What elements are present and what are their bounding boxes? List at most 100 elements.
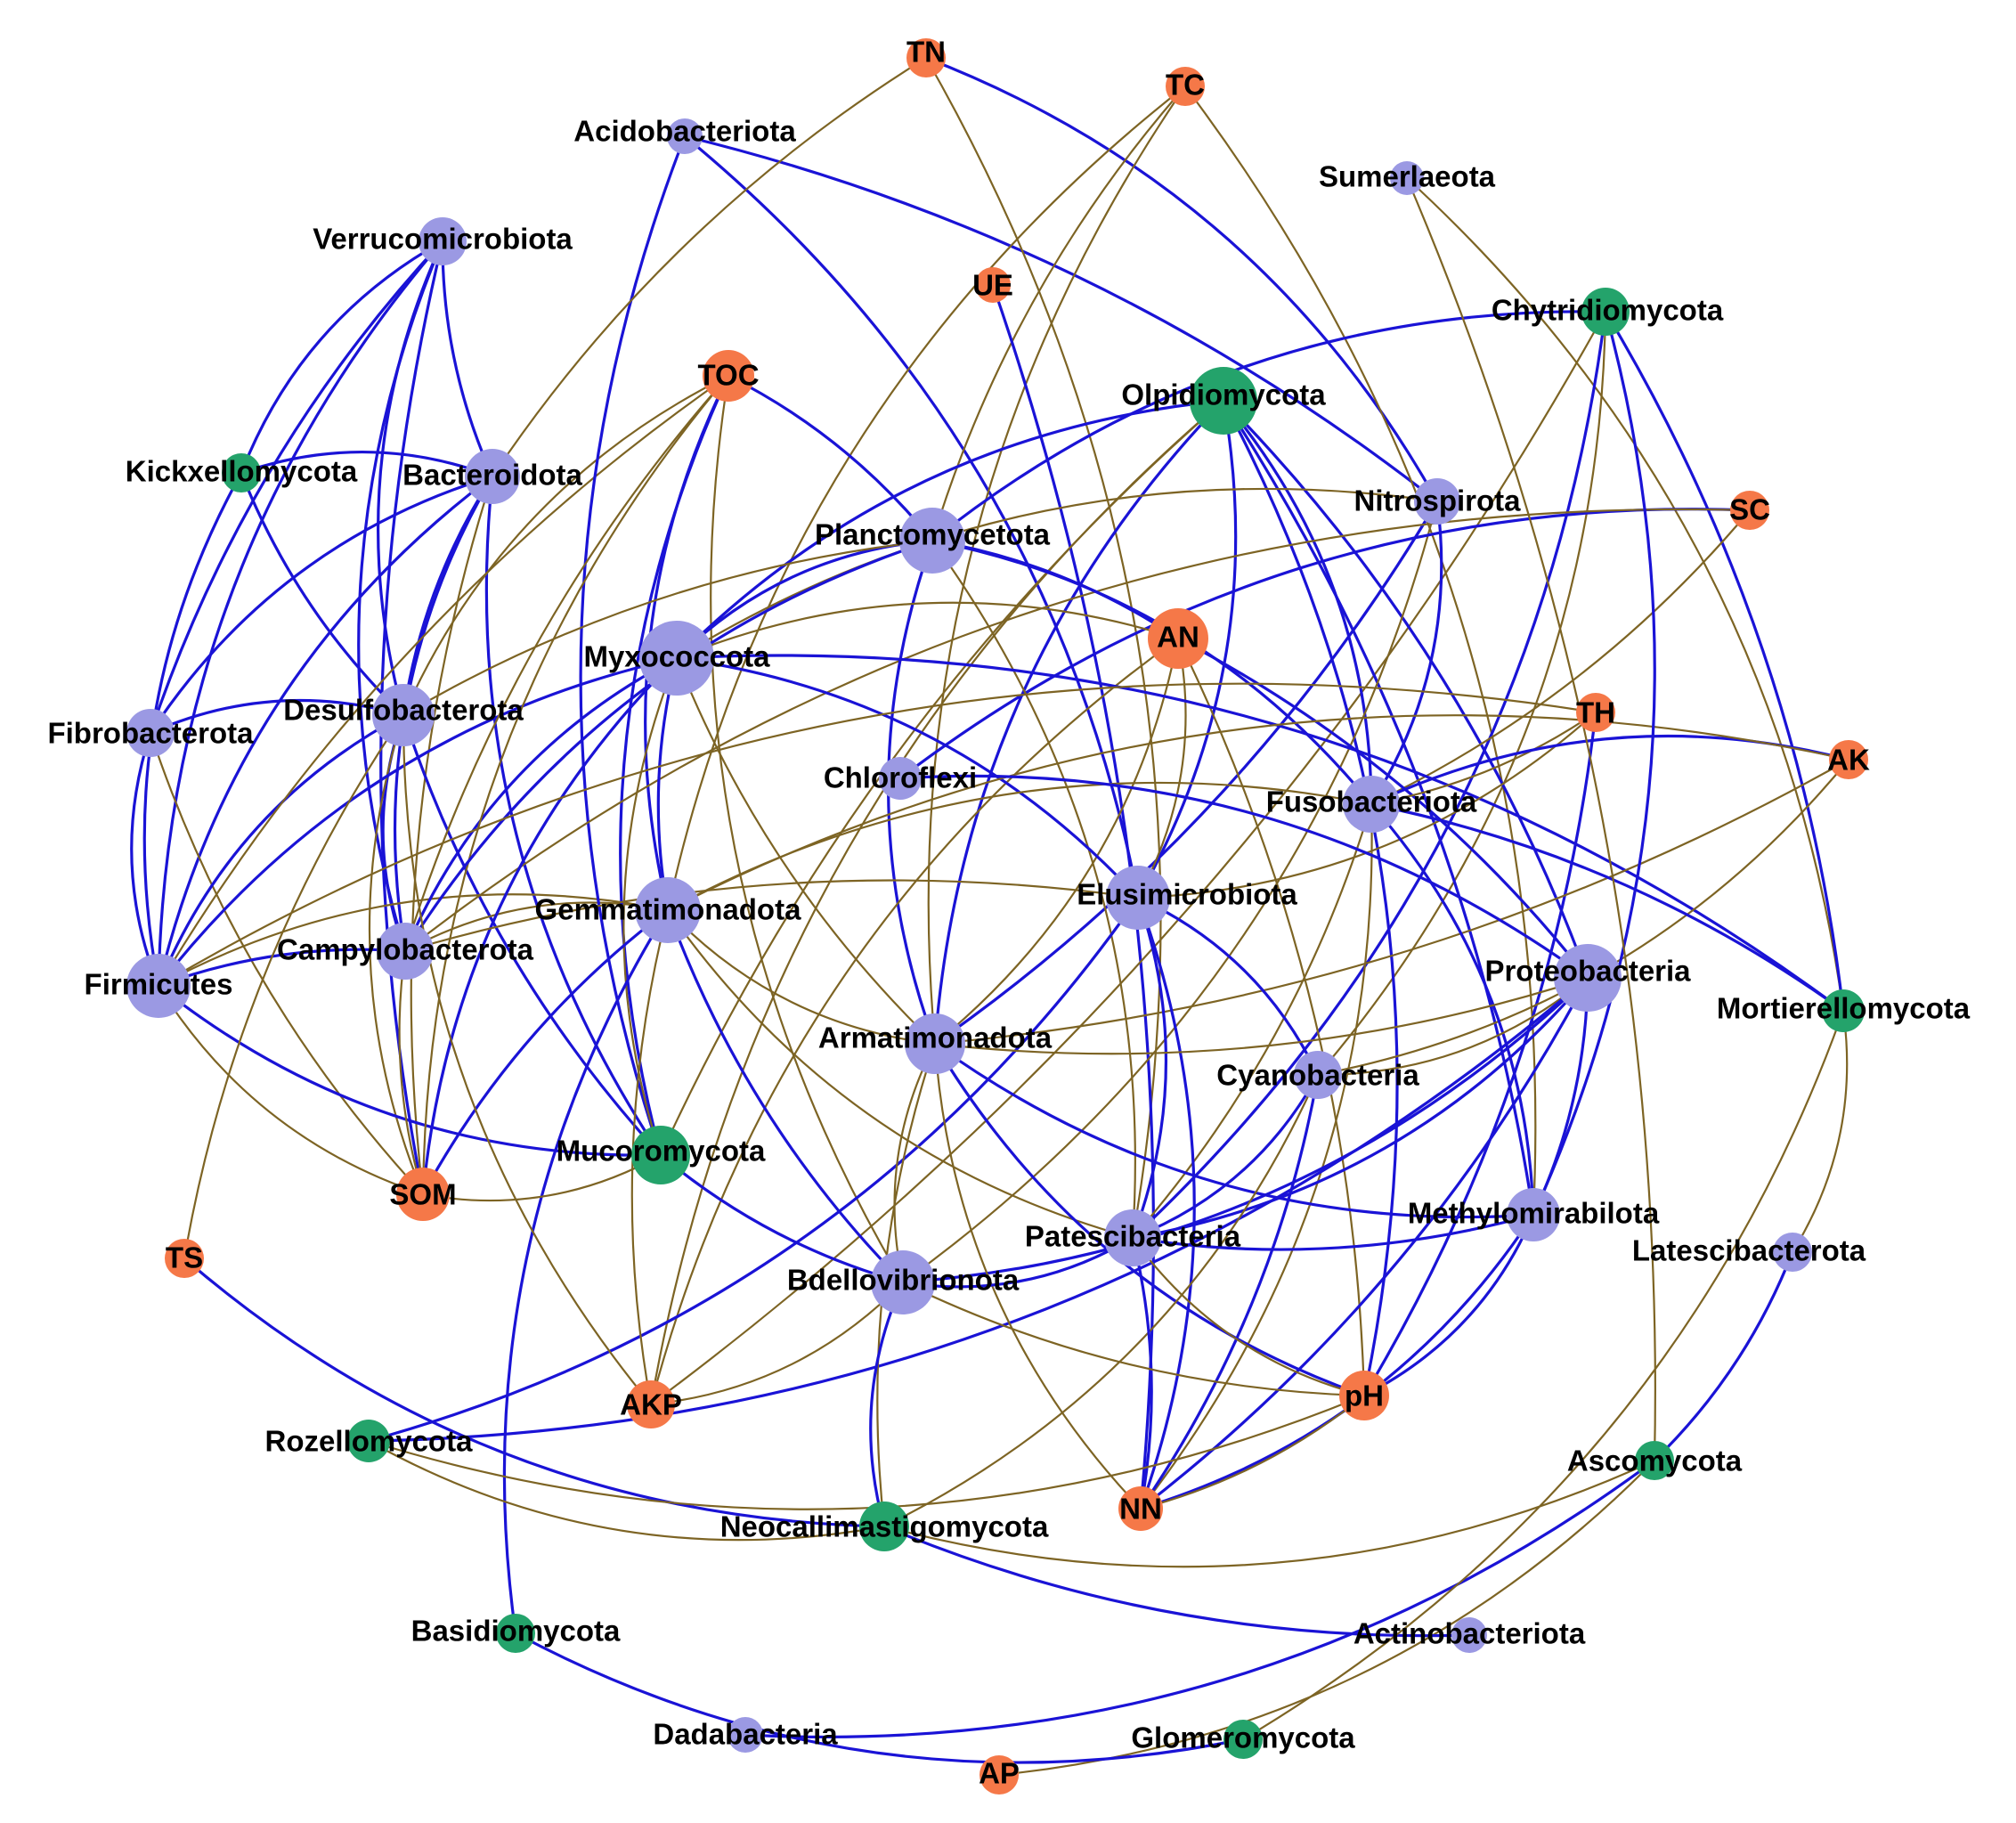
edge-bacteroidota-mucoromycota [484,476,663,1156]
node-firmicutes[interactable] [126,954,191,1018]
node-tc[interactable] [1166,67,1205,106]
node-fibrobacterota[interactable] [126,709,175,757]
node-myxococcota[interactable] [639,621,714,696]
edge-elusimicrobiota-cyanobacteria [1137,896,1320,1076]
node-ap[interactable] [980,1755,1019,1795]
node-label-desulfobacterota: Desulfobacterota [283,694,524,727]
edge-verrucomicrobiota-bacteroidota [441,240,494,477]
node-label-nn: NN [1119,1493,1162,1526]
node-neocallimastigomycota[interactable] [859,1502,909,1551]
edge-latescibacterota-mortierellomycota [1792,1010,1849,1253]
node-th[interactable] [1576,693,1615,732]
node-planctomycetota[interactable] [899,508,965,574]
edge-latescibacterota-ascomycota [1653,1251,1794,1462]
node-verrucomicrobiota[interactable] [419,217,467,265]
edge-firmicutes-mucoromycota [158,984,662,1157]
node-ascomycota[interactable] [1635,1441,1674,1480]
node-an[interactable] [1148,608,1208,669]
edge-desulfobacterota-som [368,714,425,1195]
edge-myxococcota-som [421,656,679,1195]
node-ue[interactable] [975,267,1011,303]
edge-planctomycetota-campylobacterota [403,539,933,952]
edge-planctomycetota-desulfobacterota [402,539,933,716]
node-nn[interactable] [1118,1486,1163,1531]
edge-fusobacteriota-mortierellomycota [1370,802,1844,1013]
edge-fusobacteriota-methylomirabilota [1370,802,1535,1216]
node-label-cyanobacteria: Cyanobacteria [1216,1059,1419,1092]
node-fusobacteriota[interactable] [1343,776,1400,833]
edge-planctomycetota-patescibacteria [931,540,1136,1239]
edge-methylomirabilota-nn [1140,1214,1535,1510]
edge-bacteroidota-som [410,476,494,1195]
node-label-mortierellomycota: Mortierellomycota [1717,992,1971,1025]
edge-proteobacteria-bdellovibrionota [902,976,1589,1284]
node-dadabacteria[interactable] [728,1717,763,1753]
edge-gemmatimonadota-som [421,908,669,1195]
edge-proteobacteria-nn [1140,977,1589,1510]
edge-toc-bdellovibrionota [710,375,904,1283]
node-p-h[interactable] [1339,1371,1389,1420]
node-proteobacteria[interactable] [1554,944,1622,1012]
node-label-akp: AKP [620,1388,682,1421]
node-mortierellomycota[interactable] [1822,989,1865,1032]
node-armatimonadota[interactable] [905,1013,965,1074]
edge-fusobacteriota-gemmatimonadota [667,781,1372,911]
node-som[interactable] [396,1168,450,1221]
node-bdellovibrionota[interactable] [871,1250,935,1314]
edge-an-proteobacteria [1177,637,1589,979]
node-glomeromycota[interactable] [1223,1720,1263,1759]
node-elusimicrobiota[interactable] [1106,866,1170,930]
edge-olpidiomycota-elusimicrobiota [1136,400,1238,899]
node-nitrospirota[interactable] [1414,478,1460,525]
node-desulfobacterota[interactable] [372,684,435,746]
edge-methylomirabilota-patescibacteria [1132,1213,1534,1251]
node-acidobacteriota[interactable] [667,118,703,154]
edge-an-akp [649,638,1179,1405]
node-ak[interactable] [1829,740,1868,779]
node-methylomirabilota[interactable] [1507,1188,1560,1241]
node-kickxellomycota[interactable] [222,453,261,492]
edge-chytridiomycota-mortierellomycota [1604,311,1845,1012]
node-actinobacteriota[interactable] [1451,1617,1487,1653]
node-chytridiomycota[interactable] [1581,288,1630,336]
node-label-actinobacteriota: Actinobacteriota [1353,1617,1586,1650]
edge-olpidiomycota-mucoromycota [659,400,1224,1156]
edge-sc-fusobacteriota [1370,509,1751,805]
node-label-fibrobacterota: Fibrobacterota [47,717,254,750]
edge-ascomycota-sumerlaeota [1405,177,1656,1461]
node-label-latescibacterota: Latescibacterota [1632,1234,1866,1267]
edge-methylomirabilota-chytridiomycota [1532,311,1656,1216]
edge-patescibacteria-nn [1131,1237,1153,1510]
node-tn[interactable] [906,38,946,77]
node-chloroflexi[interactable] [879,757,922,800]
edge-campylobacterota-som [398,950,425,1195]
node-label-tc: TC [1166,69,1205,102]
node-ts[interactable] [165,1239,204,1278]
edge-bdellovibrionota-neocallimastigomycota [869,1282,905,1527]
node-label-th: TH [1576,696,1615,729]
node-mucoromycota[interactable] [631,1126,690,1184]
node-latescibacterota[interactable] [1773,1233,1812,1272]
node-campylobacterota[interactable] [377,923,434,980]
node-bacteroidota[interactable] [465,449,520,504]
edge-gemmatimonadota-basidiomycota [502,909,670,1634]
edge-ascomycota-neocallimastigomycota [883,1460,1655,1568]
edge-desulfobacterota-firmicutes [157,713,404,987]
node-sumerlaeota[interactable] [1390,161,1424,195]
edge-armatimonadota-methylomirabilota [934,1042,1534,1219]
node-gemmatimonadota[interactable] [635,877,701,943]
edge-verrucomicrobiota-firmicutes [157,240,444,987]
node-rozellomycota[interactable] [347,1420,390,1462]
node-cyanobacteria[interactable] [1294,1051,1342,1099]
node-sc[interactable] [1730,491,1769,530]
edge-nitrospirota-armatimonadota [934,501,1439,1046]
node-label-an: AN [1157,621,1199,654]
node-toc[interactable] [703,350,754,402]
node-akp[interactable] [627,1380,675,1428]
edge-olpidiomycota-proteobacteria [1222,399,1589,979]
node-olpidiomycota[interactable] [1190,367,1257,435]
edge-sc-campylobacterota [404,508,1751,952]
node-basidiomycota[interactable] [496,1614,535,1653]
node-patescibacteria[interactable] [1104,1209,1161,1266]
edge-tc-gemmatimonadota [666,85,1186,911]
